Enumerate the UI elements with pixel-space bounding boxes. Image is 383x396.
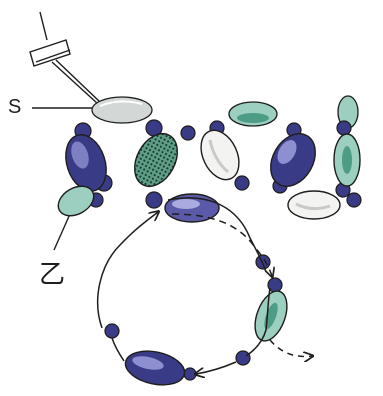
thread-outer-loop [96,212,158,329]
bead-hatched-green [133,133,179,187]
bead-z-green [57,185,95,217]
label-s: S [8,96,22,118]
thread-to-bottom [196,361,237,374]
thread-exit-dashed [269,339,312,356]
top-bead-row [91,95,359,129]
thread-dashed [171,213,272,276]
thread-bottom-left [111,337,125,362]
needle-icon [29,11,101,105]
label-z: 乙 [39,260,66,290]
bead-white-bottom [287,190,341,220]
bead-navy-right [270,133,316,187]
arrow-icon [96,197,312,374]
thread-down-right [245,287,271,357]
z-pointer-line [53,213,71,251]
thread-solid [167,197,267,273]
large-beads [57,129,361,386]
